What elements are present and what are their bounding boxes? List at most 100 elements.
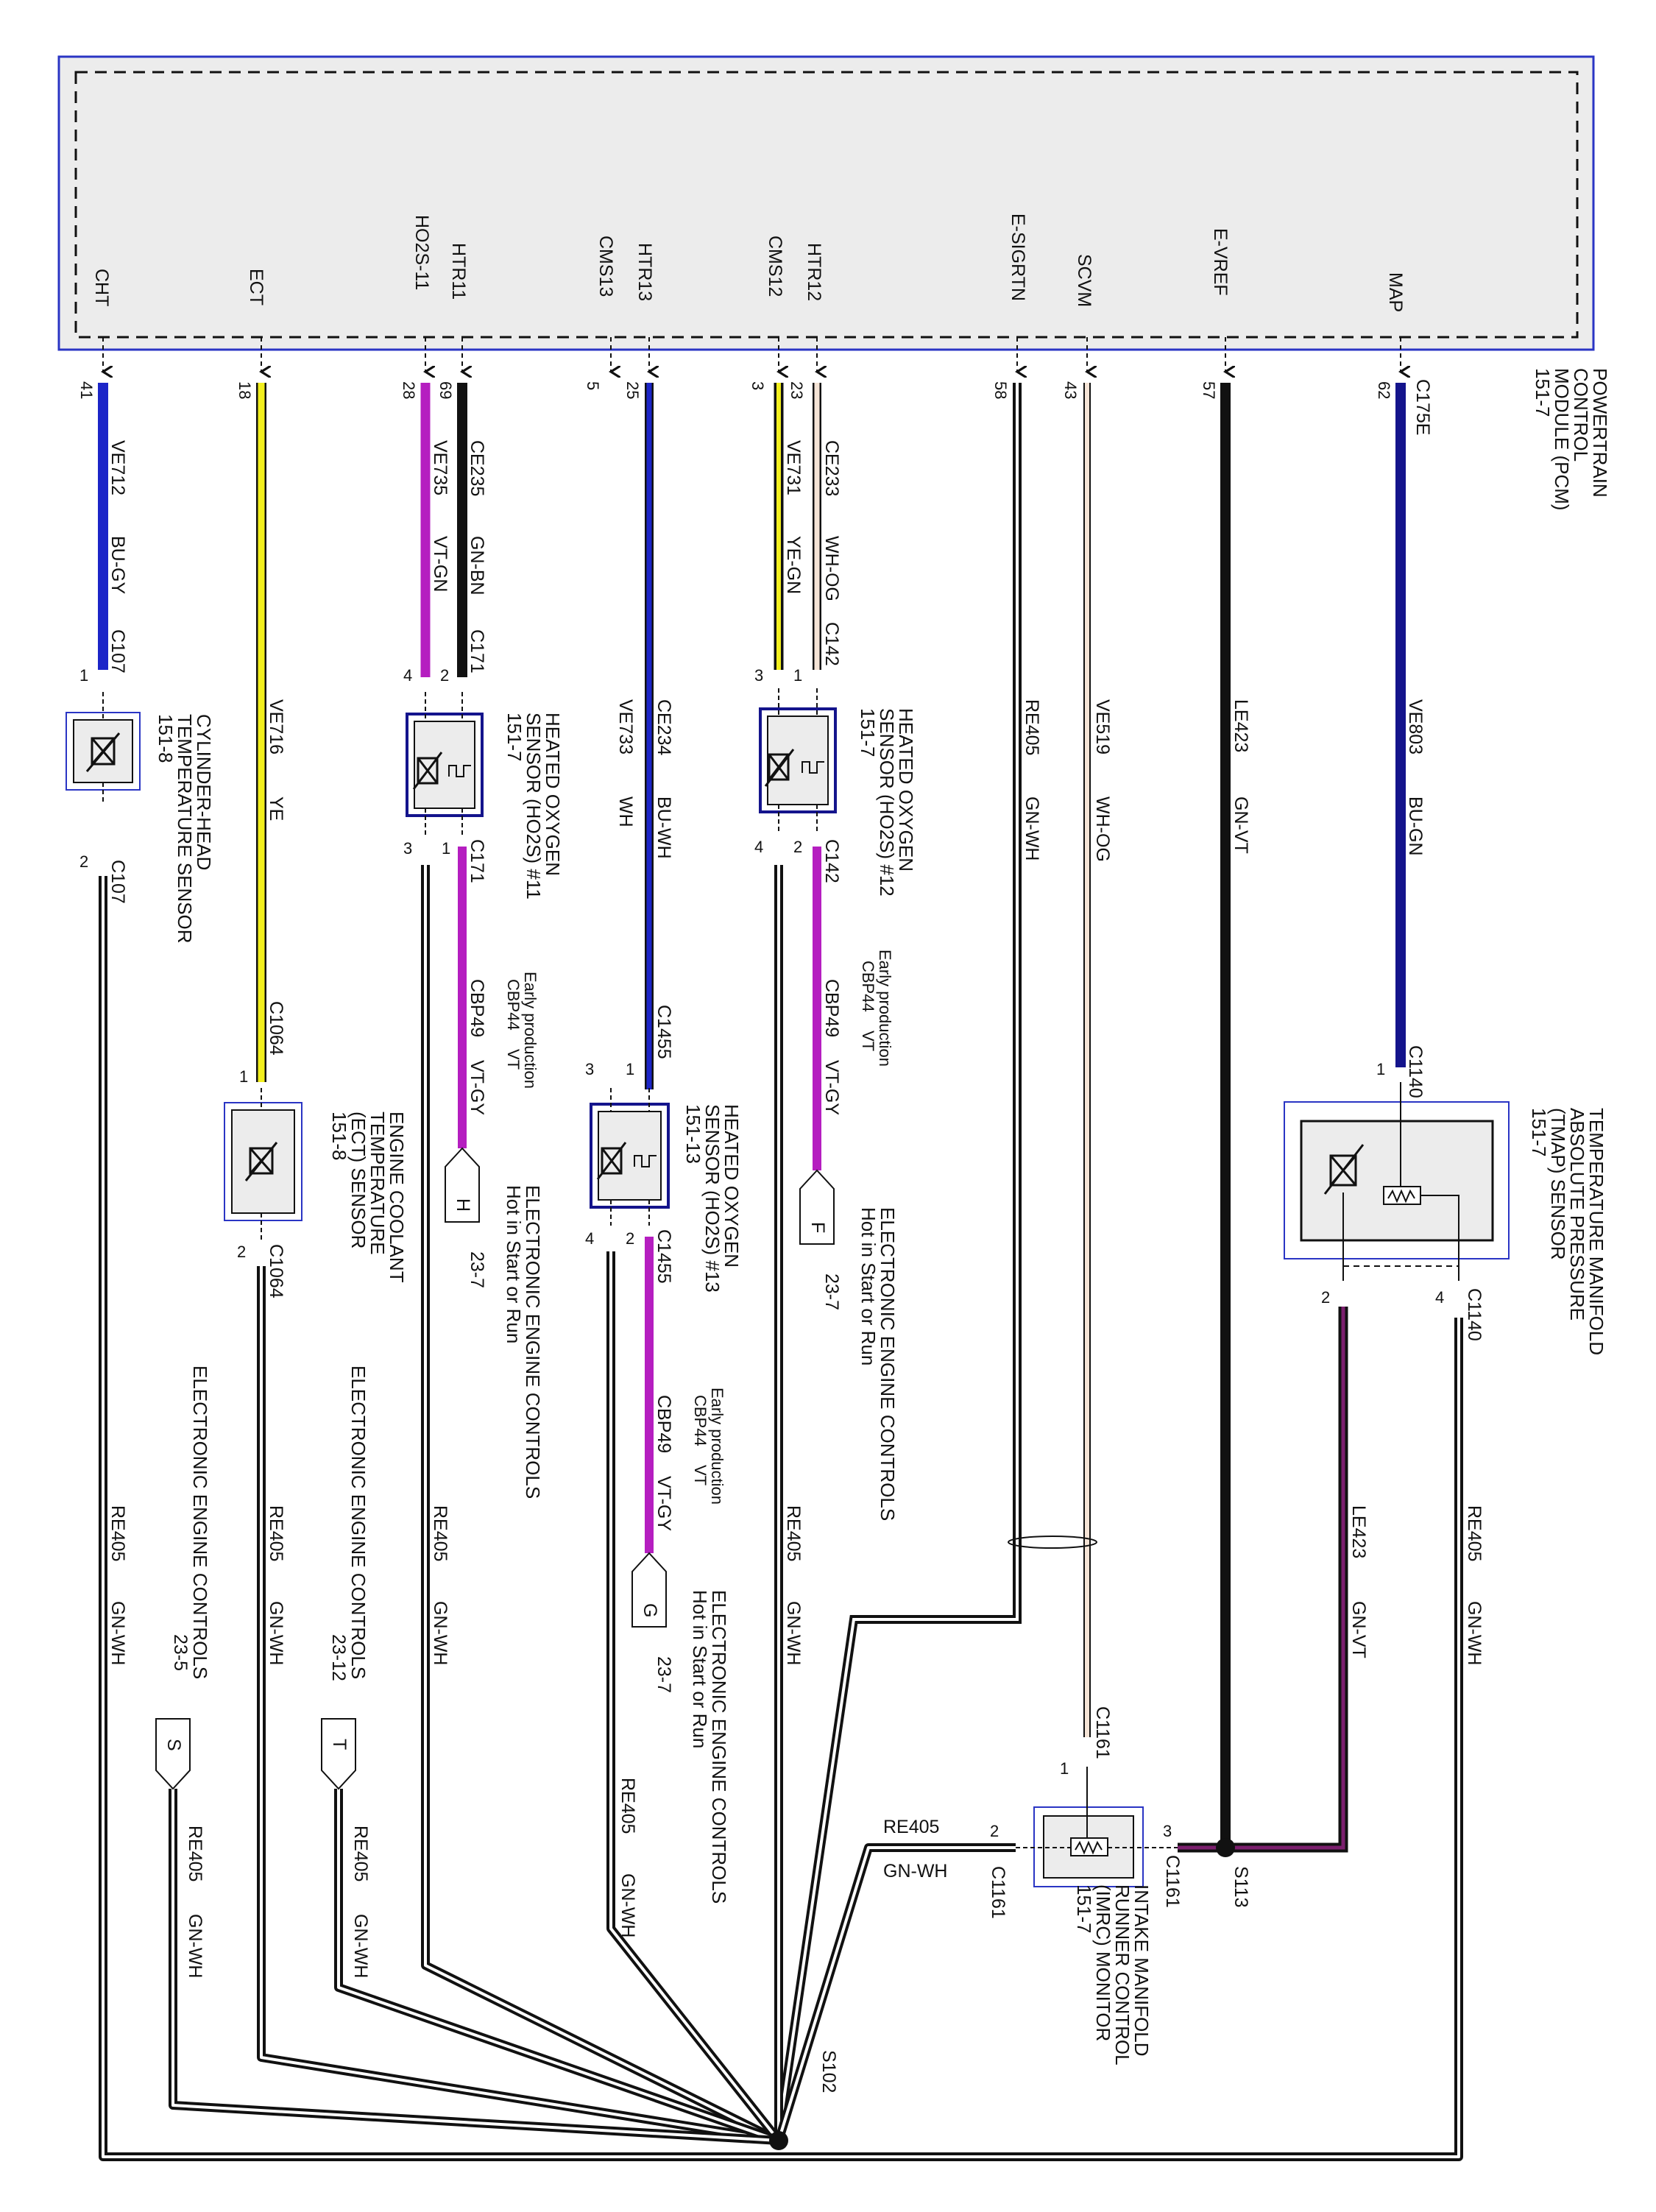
ref-f-letter: F [807,1222,828,1233]
pin-cms13: 5 [584,381,602,390]
htr12-conn: C142 [821,622,842,666]
splice-s102-label: S102 [818,2050,839,2093]
htr11-circuit: CE235 [467,440,487,496]
cms12-circuit: VE731 [783,440,804,495]
imrc-conn-3: C1161 [1162,1855,1183,1908]
cht-title-3: 151-8 [155,714,177,763]
lower-wire-labels: CBP49 VT-GY Early production CBP44 VT CB… [107,950,1485,1978]
pin-evref: 57 [1200,381,1218,399]
gnd-t [337,1789,779,2142]
ref-s-page: 23-5 [170,1634,191,1671]
lower-wires [458,847,1348,1853]
ho2s13-pin-3: 3 [585,1060,594,1078]
ho2s12-sensor: HEATED OXYGEN SENSOR (HO2S) #12 151-7 4 … [754,688,917,897]
pin-cms12-a: 3 [749,381,767,390]
pin-cht: 41 [77,381,96,399]
twisted-pair-symbol [1008,1536,1097,1549]
ho2s13-feed-color: VT-GY [654,1476,674,1531]
wire-esigrtn [777,383,1019,2135]
map-circuit: VE803 [1405,699,1426,755]
ect-sensor: ENGINE COOLANT TEMPERATURE (ECT) SENSOR … [224,1088,408,1298]
pin-cms12-b: 23 [788,381,806,399]
ref-t-line-1: ELECTRONIC ENGINE CONTROLS [347,1365,369,1679]
ho2s12-title-1: HEATED OXYGEN [895,708,917,872]
ho2s11-conn-out: C171 [467,839,487,883]
gnd-ect-color: GN-WH [266,1601,286,1665]
ho2s11-sensor: HEATED OXYGEN SENSOR (HO2S) #11 151-7 3 … [403,692,564,900]
splice-s102 [769,2131,788,2150]
gnd-s-color: GN-WH [185,1914,205,1978]
imrc-pin-1: 1 [1060,1759,1069,1778]
ho2s12-early-color: VT [859,1031,877,1051]
ref-g-letter: G [640,1603,660,1617]
ho2s11-pin-1: 1 [442,839,450,858]
ho2s11-early-color: VT [504,1049,523,1070]
htr12-color: WH-OG [821,536,842,601]
cht-conn-out: C107 [107,860,128,904]
ho2s13-early-circuit: CBP44 [691,1395,710,1446]
signal-cms12: CMS12 [765,236,785,297]
wire-tmap-evref [1225,1307,1348,1853]
tmap-sensor: TEMPERATURE MANIFOLD ABSOLUTE PRESSURE (… [1284,1082,1607,1355]
ect-title-4: 151-8 [328,1112,350,1161]
signal-cms13: CMS13 [595,236,616,297]
wire-tmap-evref-stripe [1225,1307,1345,1850]
signal-evref: E-VREF [1210,228,1231,296]
pcm-module-outline [57,55,1595,351]
tmap-pin-2: 2 [1321,1288,1330,1307]
imrc-pin-3: 3 [1163,1822,1172,1840]
cht-color: BU-GY [107,536,128,595]
pcm-title-line-3: MODULE (PCM) [1551,368,1573,511]
signal-ect: ECT [246,269,266,305]
gnd-tmap [779,1318,1460,2158]
gnd-ho2s11-color: GN-WH [430,1601,450,1665]
ref-g-line-2: Hot in Start or Run [689,1590,711,1748]
pcm-title-line-2: CONTROL [1570,368,1592,462]
ho2s12-pin-4: 4 [754,838,763,856]
imrc-title-3: (IMRC) MONITOR [1092,1884,1114,2041]
gnd-ho2s11 [424,865,779,2142]
pin-ho2s11: 28 [400,381,418,399]
ect-pin-out: 2 [237,1243,246,1261]
splice-s113-label: S113 [1231,1866,1251,1908]
signal-esigrtn: E-SIGRTN [1008,213,1028,301]
ho2s13-pin-4: 4 [585,1229,594,1248]
signal-htr13: HTR13 [634,243,655,301]
ho2s11-pin-2: 2 [440,666,449,685]
cht-sensor: CYLINDER-HEAD TEMPERATURE SENSOR 151-8 2… [66,692,215,944]
ect-pin-in: 1 [239,1067,248,1086]
pcm-pin-numbers: 41 18 28 69 5 25 3 23 58 43 57 62 C175E [77,379,1433,435]
scvm-conn: C1161 [1092,1706,1113,1759]
ho2s13-in-circuit: CE234 [654,699,674,756]
scvm-circuit: VE519 [1092,699,1113,755]
imrc-conn-2: C1161 [988,1866,1008,1919]
ground-wires [99,865,1463,2161]
ho2s11-color: VT-GN [430,536,450,592]
ho2s11-pin-3: 3 [403,839,412,858]
ho2s12-pin-2: 2 [793,838,802,856]
ref-f-line-1: ELECTRONIC ENGINE CONTROLS [877,1207,899,1521]
ho2s13-early-color: VT [691,1465,710,1485]
tmap-evref-circuit: LE423 [1348,1505,1369,1558]
ref-s: S ELECTRONIC ENGINE CONTROLS 23-5 [155,1365,211,1790]
upper-wire-labels: VE712 BU-GY C107 VE735 VT-GN CE235 GN-BN… [107,440,1426,1098]
gnd-ho2s13 [609,1251,780,2142]
pin-esigrtn: 58 [991,381,1010,399]
ho2s13-title-3: 151-13 [682,1104,704,1164]
pcm-signal-labels: CHT ECT HO2S-11 HTR11 CMS13 HTR13 CMS12 … [91,213,1406,312]
gnd-imrc [777,1846,1016,2141]
gnd-ho2s13-color: GN-WH [618,1873,638,1937]
imrc-pin-2: 2 [990,1822,999,1840]
ho2s13-in-color: BU-WH [654,796,674,859]
ho2s12-title-3: 151-7 [857,708,879,757]
signal-scvm: SCVM [1074,254,1094,307]
ref-f-line-2: Hot in Start or Run [857,1207,880,1365]
ho2s13-pin-1: 1 [626,1060,634,1078]
ref-f-page: 23-7 [821,1273,842,1310]
gnd-t-circuit: RE405 [350,1826,371,1881]
pcm-connector: C175E [1412,379,1433,435]
ref-s-letter: S [163,1739,184,1751]
pcm-title: POWERTRAIN CONTROL MODULE (PCM) 151-7 [1532,368,1611,511]
esig-color: GN-WH [1022,796,1042,861]
